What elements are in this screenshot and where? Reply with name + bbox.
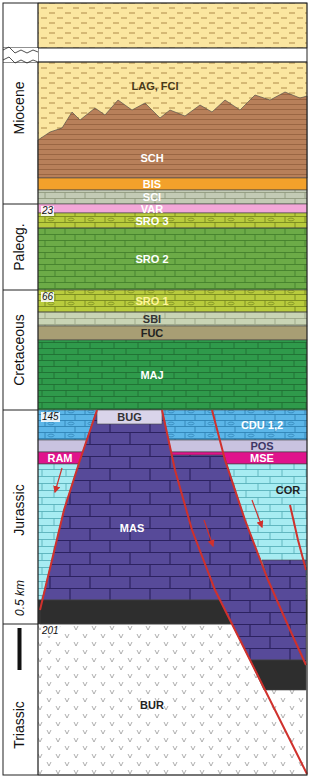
period-name: Paleog. (12, 223, 27, 270)
band-text-block: SCH (140, 153, 163, 164)
formation-band: BUG (117, 412, 143, 423)
period-boundaries (3, 3, 307, 775)
formation-band: RAM (47, 453, 74, 464)
period-name: Cretaceous (12, 314, 27, 386)
scale-label: 0.5 km (14, 580, 26, 616)
formation-name: VAR (141, 203, 163, 214)
formation-band: VAR (140, 203, 164, 214)
period-band: Triassic (12, 700, 29, 750)
break-symbol (3, 47, 38, 63)
formation-band: LAG, FCI (131, 81, 180, 92)
age-label: 201 (41, 626, 60, 636)
formation-name: MAJ (140, 370, 163, 381)
band-text-block: MAJ (140, 370, 163, 381)
formation-band: BIS (142, 179, 162, 190)
band-text-block: MAS (120, 523, 144, 534)
formation-band: MSE (249, 453, 275, 464)
band-text-block: VAR (141, 203, 163, 214)
band-text-block: SRO 3 (135, 215, 168, 226)
band-text-block: Triassic (12, 701, 27, 749)
band-text-block: Miocene (12, 82, 27, 135)
band-text-block: SCI (143, 192, 161, 203)
band-text-block: SBI (143, 314, 161, 325)
formation-band: MAS (119, 523, 145, 534)
band-text-block: SRO 2 (135, 254, 168, 265)
band-text-block: COR (276, 485, 300, 496)
period-name: Jurassic (12, 484, 27, 535)
formation-band: SCI (142, 192, 162, 203)
formation-band: COR (275, 485, 301, 496)
formation-name: MSE (250, 453, 274, 464)
band-text-block: BUR (140, 700, 164, 711)
formation-band: SBI (142, 314, 162, 325)
band-text-block: RAM (47, 453, 72, 464)
scale-bar (18, 628, 22, 670)
formation-name: BUG (117, 412, 141, 423)
period-band: Jurassic (12, 484, 29, 537)
formation-band: FUC (140, 328, 165, 339)
formation-name: BIS (143, 179, 161, 190)
period-band: Cretaceous (12, 313, 29, 387)
band-text-block: SRO 1 (135, 296, 168, 307)
age-label: 23 (41, 206, 54, 216)
band-text-block: CDU 1,2 (241, 420, 283, 431)
formation-name: SBI (143, 314, 161, 325)
formation-band: SRO 2 (135, 254, 170, 265)
formation-name: SCH (140, 153, 163, 164)
band-text-block: MSE (250, 453, 274, 464)
age-label: 145 (41, 412, 60, 422)
fault-lines (40, 410, 307, 774)
band-text-block: Jurassic (12, 484, 27, 535)
formation-band: CDU 1,2 (240, 420, 284, 431)
formation-name: RAM (47, 453, 72, 464)
band-text-block: POS (250, 441, 273, 452)
formation-band: BUR (139, 700, 165, 711)
period-name: Miocene (12, 82, 27, 135)
strata (38, 3, 307, 775)
formation-name: LAG, FCI (131, 81, 178, 92)
formation-name: POS (250, 441, 273, 452)
period-band: Paleog. (12, 223, 29, 272)
band-text-block: Paleog. (12, 223, 27, 270)
band-text-block: FUC (141, 328, 164, 339)
formation-name: SRO 2 (135, 254, 168, 265)
formation-name: SCI (143, 192, 161, 203)
period-name: Triassic (12, 701, 27, 749)
band-text-block: BIS (143, 179, 161, 190)
age-label: 66 (41, 292, 54, 302)
fault-arrows (55, 468, 262, 546)
band-text-block: Cretaceous (12, 314, 27, 386)
formation-name: COR (276, 485, 300, 496)
period-column (3, 3, 38, 775)
formation-band: SRO 3 (135, 215, 170, 226)
formation-band: SRO 1 (135, 296, 170, 307)
break-gap (3, 48, 38, 62)
period-band: Miocene (12, 81, 29, 136)
formation-name: FUC (141, 328, 164, 339)
formation-band: MAJ (140, 370, 165, 381)
formation-name: BUR (140, 700, 164, 711)
formation-name: SRO 3 (135, 215, 168, 226)
formation-name: MAS (120, 523, 144, 534)
formation-band: POS (250, 441, 275, 452)
formation-name: SRO 1 (135, 296, 168, 307)
formation-band: SCH (140, 153, 165, 164)
band-text-block: BUG (117, 412, 141, 423)
formation-name: CDU 1,2 (241, 420, 283, 431)
band-text-block: LAG, FCI (131, 81, 178, 92)
column-frame (3, 3, 307, 775)
